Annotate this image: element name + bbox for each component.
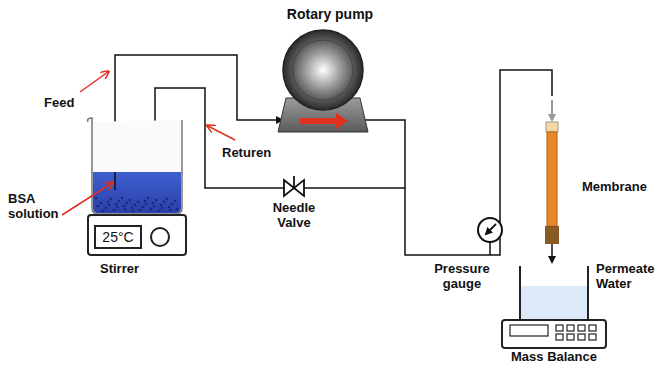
part-name: Membrane <box>582 180 647 195</box>
part-name: Mass Balance <box>511 350 597 365</box>
part-name: Returen <box>222 146 271 161</box>
part-name: Rotary pump <box>287 6 373 22</box>
part-name: Needle Valve <box>263 201 325 231</box>
temperature-display: 25°C <box>94 225 142 249</box>
part-name: Permeate Water <box>596 262 660 292</box>
part-name: Pressure gauge <box>431 262 493 292</box>
part-name: BSA solution <box>8 192 72 222</box>
display-text: 25°C <box>102 229 133 245</box>
part-name: Stirrer <box>100 262 139 277</box>
part-name: Feed <box>44 96 74 111</box>
